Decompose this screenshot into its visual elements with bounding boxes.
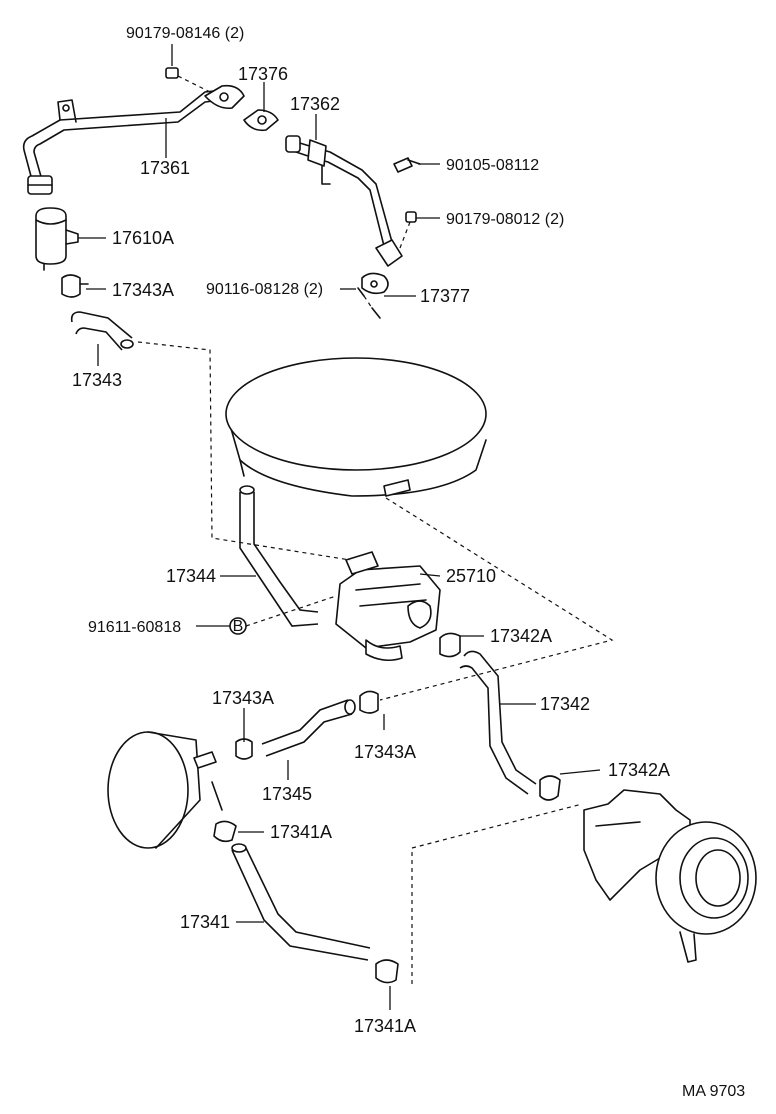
label-90179-08146: 90179-08146 (2) bbox=[126, 25, 244, 42]
hose-17342 bbox=[459, 650, 537, 795]
label-91611-60818: 91611-60818 bbox=[88, 619, 181, 636]
label-17343A-left: 17343A bbox=[212, 688, 274, 708]
callout-b-label: B bbox=[233, 618, 244, 635]
label-17361: 17361 bbox=[140, 158, 190, 178]
clamp-17342A-low bbox=[539, 775, 561, 801]
hose-17341 bbox=[231, 843, 371, 961]
clamp-17342A-mid bbox=[439, 632, 461, 658]
gasket-17376 bbox=[204, 84, 279, 132]
leader-lines bbox=[78, 44, 601, 1010]
air-cleaner bbox=[225, 357, 487, 497]
hose-17344 bbox=[239, 485, 319, 627]
label-90116-08128: 90116-08128 (2) bbox=[206, 281, 323, 298]
label-17341A-top: 17341A bbox=[270, 822, 332, 842]
label-17343A-top: 17343A bbox=[112, 280, 174, 300]
label-17377: 17377 bbox=[420, 286, 470, 306]
pipe-17361 bbox=[22, 89, 223, 181]
routing-line-2 bbox=[379, 497, 614, 701]
union-17361-end bbox=[27, 175, 53, 195]
clamp-17341A-bot bbox=[375, 959, 399, 984]
bolt-90105-08112 bbox=[393, 157, 421, 173]
label-17341A-bot: 17341A bbox=[354, 1016, 416, 1036]
label-25710: 25710 bbox=[446, 566, 496, 586]
label-17376: 17376 bbox=[238, 64, 288, 84]
label-17362: 17362 bbox=[290, 94, 340, 114]
engine-unit bbox=[583, 789, 757, 963]
gasket-17377 bbox=[361, 272, 389, 295]
label-17343: 17343 bbox=[72, 370, 122, 390]
label-17341: 17341 bbox=[180, 912, 230, 932]
label-17342: 17342 bbox=[540, 694, 590, 714]
nut-90179-08012 bbox=[399, 211, 417, 249]
routing-line-4 bbox=[411, 803, 583, 984]
clamp-17343A-mid bbox=[359, 690, 379, 714]
label-90179-08012: 90179-08012 (2) bbox=[446, 211, 564, 228]
label-17342A-low: 17342A bbox=[608, 760, 670, 780]
clamp-17343A-left bbox=[235, 738, 253, 760]
clamp-17341A-top bbox=[213, 820, 237, 843]
clamp-17343A-top bbox=[61, 274, 89, 298]
pump-25710 bbox=[335, 551, 441, 662]
routing-line-1 bbox=[137, 341, 351, 561]
label-17345: 17345 bbox=[262, 784, 312, 804]
label-90105-08112: 90105-08112 bbox=[446, 157, 539, 174]
label-17610A: 17610A bbox=[112, 228, 174, 248]
label-17343A-mid: 17343A bbox=[354, 742, 416, 762]
routing-line-3 bbox=[245, 595, 337, 627]
hose-17343 bbox=[70, 311, 134, 351]
stud-90116-08128 bbox=[357, 287, 381, 319]
footer-code: MA 9703 bbox=[682, 1083, 745, 1100]
label-17342A-mid: 17342A bbox=[490, 626, 552, 646]
hose-17345 bbox=[261, 699, 356, 757]
callout-b: B bbox=[229, 617, 247, 635]
brake-booster bbox=[107, 731, 223, 849]
pipe-17362 bbox=[285, 135, 403, 267]
valve-17610A bbox=[35, 207, 79, 271]
label-17344: 17344 bbox=[166, 566, 216, 586]
nut-90179-08146 bbox=[165, 67, 211, 93]
